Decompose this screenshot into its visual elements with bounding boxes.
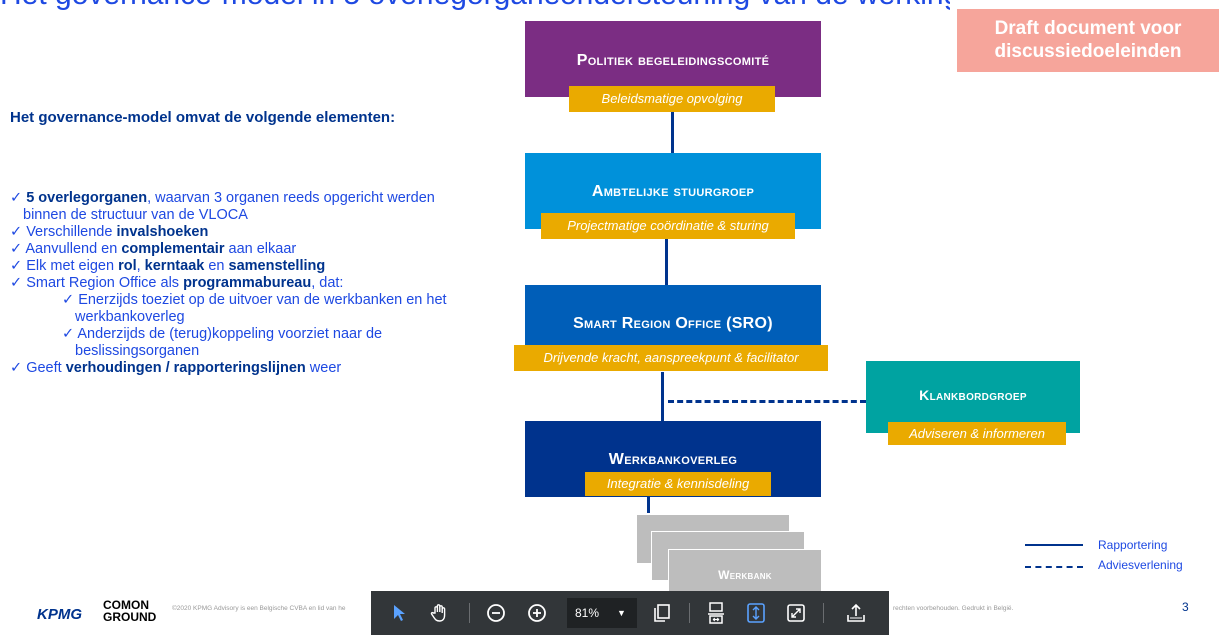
chevron-down-icon: ▼ [617,608,626,618]
kpmg-logo: KPMG [37,606,82,623]
page-title-continuation: ondersteuning van de werking in een proe… [560,0,950,18]
advice-dashed-line [668,400,866,403]
toolbar-divider [823,603,824,623]
cg-line1: COMON [103,598,149,612]
zoom-value: 81% [575,606,600,620]
politiek-tag: Beleidsmatige opvolging [569,86,775,112]
cg-line2: GROUND [103,610,157,624]
sro-tag: Drijvende kracht, aanspreekpunt & facili… [514,345,828,371]
werkbank-title: Werkbank [718,568,772,582]
ambtelijk-title: Ambtelijke stuurgroep [591,183,755,200]
list-item: ✓ Aanvullend en complementair aan elkaar [10,241,297,257]
common-ground-logo: COMON GROUND [103,599,156,623]
sro-title: Smart Region Office (SRO) [573,315,773,332]
select-arrow-icon[interactable] [385,591,415,635]
export-icon[interactable] [841,591,871,635]
sub-list-item: ✓ Enerzijds toeziet op de uitvoer van de… [62,292,447,325]
element-list: ✓ 5 overlegorganen, waarvan 3 organen re… [10,190,450,377]
list-item: ✓ Elk met eigen rol, kerntaak en samenst… [10,258,326,274]
legend-rapportering: Rapportering [1098,538,1168,552]
toolbar-divider [469,603,470,623]
page-number: 3 [1182,600,1189,614]
copy-pages-icon[interactable] [647,591,677,635]
connector-line [661,372,664,422]
werkbankoverleg-title: Werkbankoverleg [608,451,738,468]
legend-solid-line [1025,544,1083,546]
fit-width-icon[interactable] [701,591,731,635]
connector-line [647,495,650,513]
klankbord-box: Klankbordgroep [866,361,1080,433]
fit-page-icon[interactable] [741,591,771,635]
intro-heading: Het governance-model omvat de volgende e… [10,109,396,126]
connector-line [671,112,674,154]
hand-pan-icon[interactable] [423,591,457,635]
toolbar-divider [689,603,690,623]
klankbord-title: Klankbordgroep [919,387,1027,403]
copyright-right: rechten voorbehouden. Gedrukt in België. [893,605,1014,612]
connector-line [665,238,668,286]
draft-badge: Draft document voor discussiedoeleinden [957,9,1219,72]
politiek-box: Politiek begeleidingscomité [525,21,821,97]
page-title: Het governance-model in 5 overlegorganen… [0,0,560,18]
zoom-out-icon[interactable] [481,591,511,635]
zoom-select[interactable]: 81% ▼ [567,598,637,628]
zoom-in-icon[interactable] [522,591,552,635]
list-item: ✓ Smart Region Office als programmaburea… [10,275,344,291]
list-item: ✓ Verschillende invalshoeken [10,224,209,240]
list-item: ✓ Geeft verhoudingen / rapporteringslijn… [10,360,342,376]
werkbankoverleg-tag: Integratie & kennisdeling [585,472,771,496]
list-item: ✓ 5 overlegorganen, waarvan 3 organen re… [10,190,435,223]
werkbank-card-front: Werkbank [668,549,822,599]
pdf-toolbar: 81% ▼ [371,591,889,635]
ambtelijk-tag: Projectmatige coördinatie & sturing [541,213,795,239]
copyright-left: ©2020 KPMG Advisory is een Belgische CVB… [172,605,346,612]
legend-dashed-line [1025,566,1083,568]
legend-advies: Adviesverlening [1098,558,1183,572]
sub-list-item: ✓ Anderzijds de (terug)koppeling voorzie… [62,326,383,359]
klankbord-tag: Adviseren & informeren [888,422,1066,445]
politiek-title: Politiek begeleidingscomité [576,52,770,69]
fullscreen-icon[interactable] [781,591,811,635]
